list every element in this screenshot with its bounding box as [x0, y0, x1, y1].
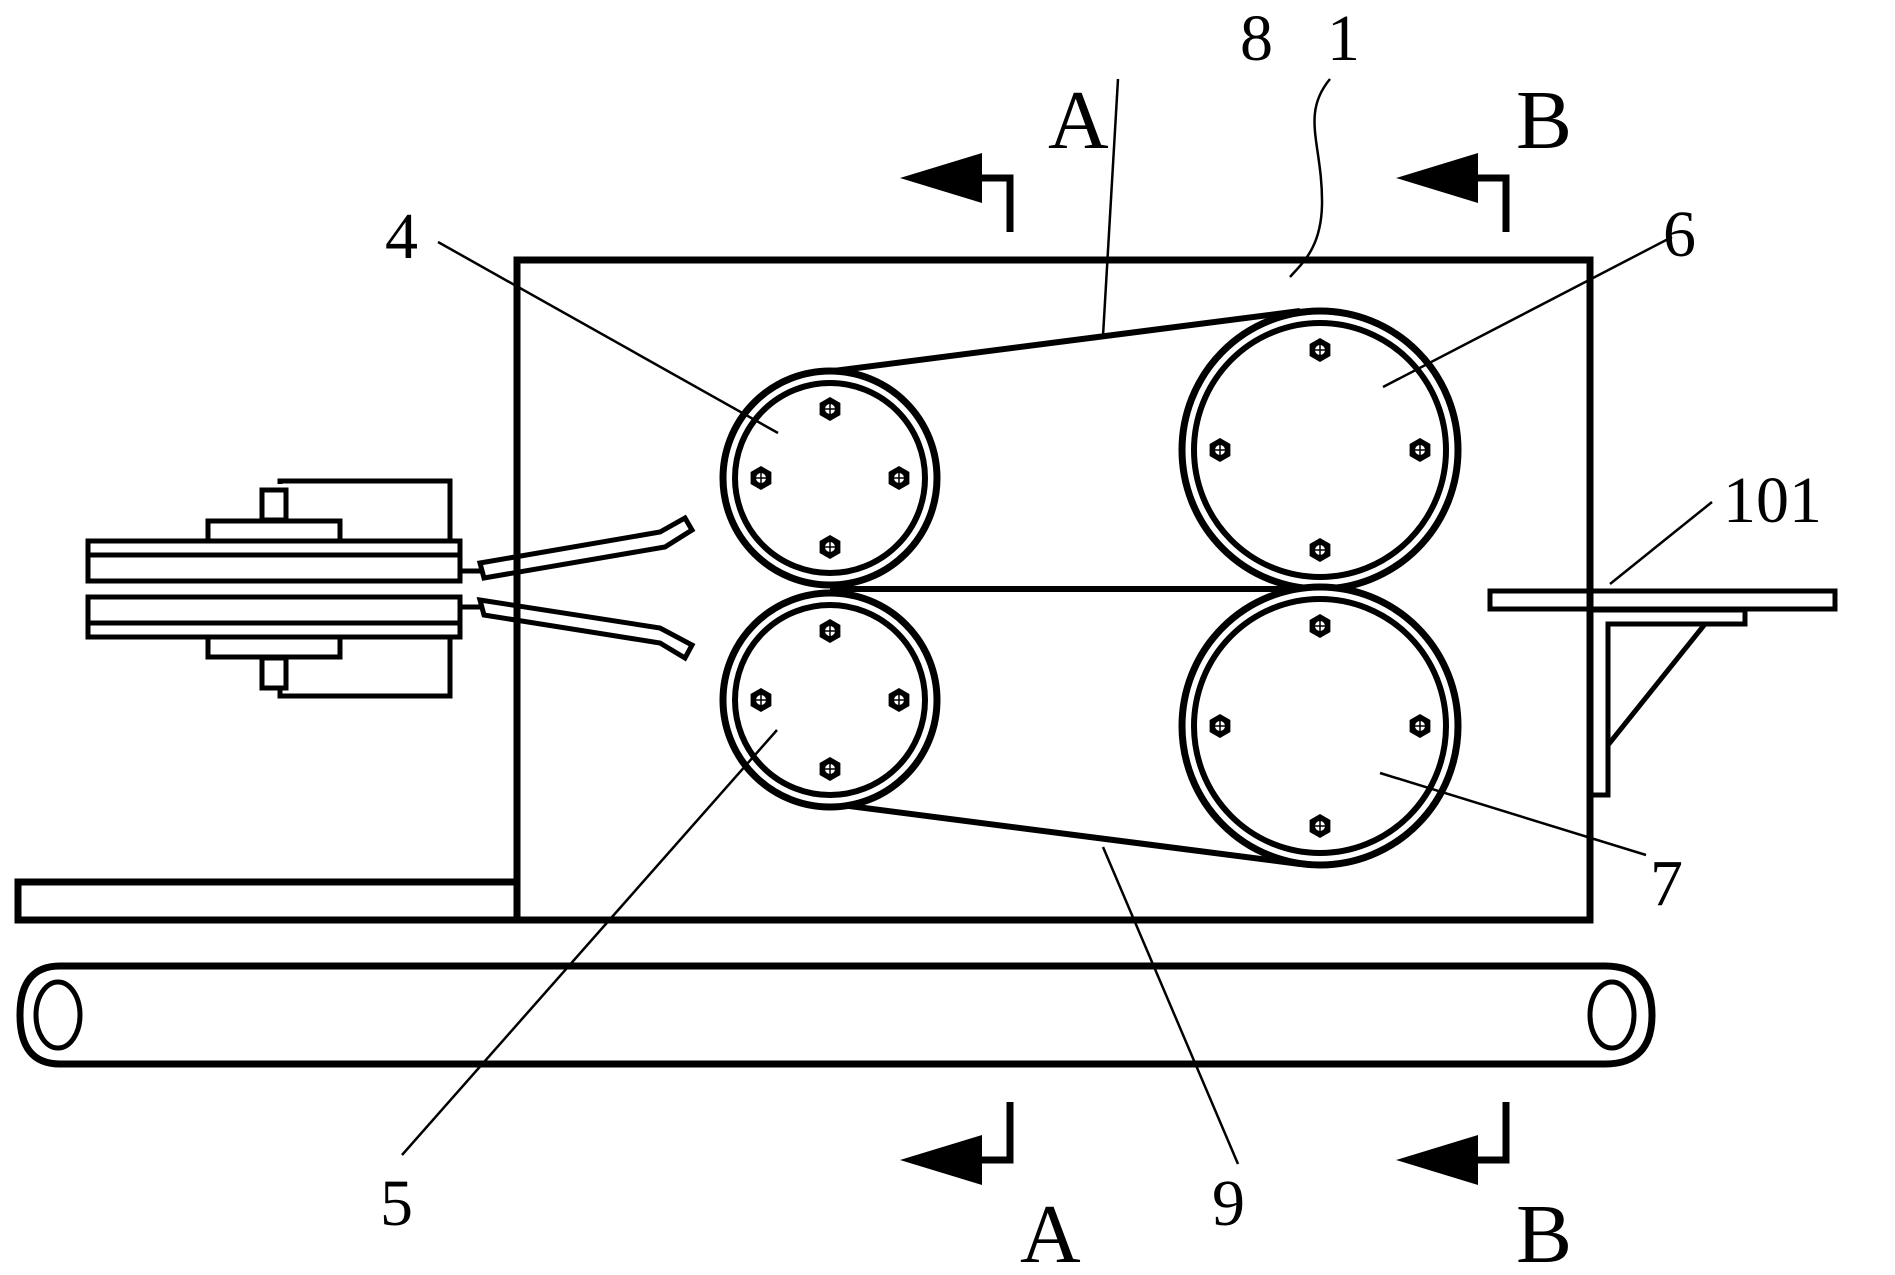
- bolt-icon: [1309, 338, 1331, 362]
- upper-collar: [205, 518, 343, 544]
- section-marker-top-b: B: [1396, 74, 1572, 232]
- leader-line-101: [1609, 501, 1713, 585]
- lower-rail: [85, 594, 463, 640]
- upper-housing: [277, 478, 453, 540]
- section-arrow-icon: [900, 153, 982, 203]
- label-4: 4: [385, 200, 418, 273]
- base-plate: [14, 878, 521, 924]
- upper-guide-finger: [476, 514, 696, 581]
- roller-inner-ring: [1191, 320, 1449, 580]
- section-label-b-bottom: B: [1516, 1188, 1572, 1275]
- conveyor-pulley-right: [1587, 979, 1637, 1051]
- belt-lower: [809, 798, 1301, 867]
- rollers: [719, 307, 1462, 869]
- roller-4: [719, 367, 941, 589]
- label-8: 8: [1240, 2, 1273, 75]
- lower-guide-finger: [476, 596, 696, 662]
- leader-lines: [401, 78, 1713, 1165]
- section-label-b-top: B: [1516, 74, 1572, 167]
- roller-outer-ring: [719, 367, 941, 589]
- upper-pin: [259, 487, 289, 523]
- bolt-icon: [888, 466, 910, 490]
- lower-collar: [205, 634, 343, 660]
- belt-upper: [809, 308, 1301, 377]
- bolt-icon: [819, 619, 841, 643]
- roller-inner-ring: [732, 602, 928, 798]
- bolt-icon: [1309, 538, 1331, 562]
- label-5: 5: [380, 1167, 413, 1240]
- label-1: 1: [1327, 2, 1360, 75]
- bolt-icon: [819, 535, 841, 559]
- section-marker-bottom-b: B: [1396, 1102, 1572, 1275]
- bolt-icon: [750, 688, 772, 712]
- bracket-top-plate: [1487, 588, 1838, 612]
- section-arrow-icon: [900, 1135, 982, 1185]
- bracket-101: [1487, 588, 1838, 798]
- leader-line-4: [437, 240, 779, 435]
- conveyor-belt: [16, 962, 1656, 1068]
- lower-pin: [259, 655, 289, 691]
- roller-outer-ring: [719, 589, 941, 811]
- conveyor: [16, 962, 1656, 1068]
- leader-line-5: [401, 729, 778, 1156]
- section-arrow-icon: [1396, 1135, 1478, 1185]
- roller-inner-ring: [732, 380, 928, 576]
- bracket-arm: [1590, 607, 1748, 798]
- lower-housing: [277, 637, 453, 699]
- section-marker-bottom-a: A: [900, 1102, 1081, 1275]
- roller-inner-ring: [1191, 596, 1449, 856]
- leader-line-8: [1101, 78, 1120, 337]
- roller-7: [1178, 583, 1462, 869]
- section-label-a-top: A: [1048, 74, 1109, 167]
- bolt-icon: [1409, 714, 1431, 738]
- leader-line-1: [1289, 78, 1331, 278]
- bracket-brace: [1606, 622, 1707, 747]
- label-9: 9: [1212, 1167, 1245, 1240]
- section-label-a-bottom: A: [1020, 1188, 1081, 1275]
- label-7: 7: [1650, 847, 1683, 920]
- bolt-icon: [750, 466, 772, 490]
- bolt-icon: [888, 688, 910, 712]
- bolt-icon: [1309, 814, 1331, 838]
- section-marker-top-a: A: [900, 74, 1109, 232]
- bolt-icon: [819, 397, 841, 421]
- conveyor-pulley-left: [33, 979, 83, 1051]
- section-arrow-icon: [1396, 153, 1478, 203]
- bolt-icon: [1309, 614, 1331, 638]
- leader-line-9: [1101, 846, 1240, 1165]
- bolt-icon: [1409, 438, 1431, 462]
- leader-line-6: [1382, 235, 1673, 389]
- reference-labels: 4 5 6 7 8 9 1 101: [380, 2, 1822, 1240]
- bolt-icon: [1209, 438, 1231, 462]
- upper-rail: [85, 538, 463, 584]
- leader-line-7: [1379, 771, 1647, 857]
- roller-outer-ring: [1178, 583, 1462, 869]
- label-6: 6: [1663, 198, 1696, 271]
- bolt-icon: [1209, 714, 1231, 738]
- roller-5: [719, 589, 941, 811]
- cylinder-unit: [85, 478, 696, 699]
- bolt-icon: [819, 757, 841, 781]
- roller-6: [1178, 307, 1462, 593]
- label-101: 101: [1723, 464, 1822, 537]
